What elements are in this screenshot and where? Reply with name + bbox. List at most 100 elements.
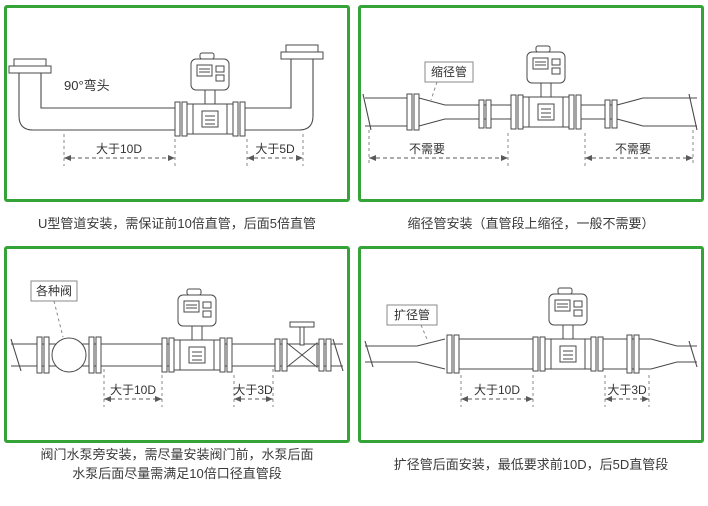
tag-box (386, 304, 438, 326)
valve-gate-icon (286, 341, 303, 369)
flange (453, 334, 460, 374)
arrowhead (168, 155, 175, 161)
tag-box (424, 61, 474, 83)
pipe (365, 345, 417, 363)
flange (318, 338, 325, 372)
arrowhead (605, 396, 612, 402)
arrowhead (247, 155, 254, 161)
pipe (677, 345, 697, 363)
arrowhead (104, 396, 111, 402)
arrowhead (461, 396, 468, 402)
arrowhead (296, 155, 303, 161)
expander-cone (416, 338, 446, 370)
arrowhead (64, 155, 71, 161)
flange (43, 336, 50, 374)
u-pipe-diagram: 90°弯头 大于10D 大于5D (8, 44, 324, 166)
dim-label: 不需要 (409, 142, 445, 156)
valve-handle (289, 321, 315, 328)
flowmeter-icon (161, 288, 233, 373)
pipe-break (364, 340, 374, 368)
arrowhead (642, 396, 649, 402)
dim-label: 不需要 (615, 142, 651, 156)
caption-expander: 扩径管后面安装，最低要求前10D，后5D直管段 (358, 443, 704, 487)
flange (633, 334, 640, 374)
pipe-break (688, 340, 698, 368)
leader-line (53, 300, 64, 338)
panel-u-pipe: 90°弯头 大于10D 大于5D (4, 5, 350, 202)
flange (325, 338, 332, 372)
pipe (643, 97, 697, 127)
expander-cone (650, 338, 678, 370)
pipe-break (332, 338, 344, 372)
panel-reducer: 缩径管 不需要 不需要 (358, 5, 704, 202)
flange (281, 338, 288, 372)
flange (604, 99, 611, 129)
arrowhead (686, 155, 693, 161)
tag-label: 各种阀 (36, 283, 72, 298)
leader-line (430, 81, 438, 101)
dim-label: 大于10D (110, 383, 156, 397)
pipe (459, 338, 533, 370)
bottom-row: 各种阀 大于10D 大于3D 阀门 (4, 246, 704, 487)
flange (485, 99, 492, 129)
pipe-break (362, 93, 372, 131)
expander-diagram: 扩径管 大于10D 大于3D (364, 287, 698, 407)
pipe-break (688, 93, 698, 131)
top-row: 90°弯头 大于10D 大于5D U型管道安装，需保证前 (4, 5, 704, 246)
arrowhead (585, 155, 592, 161)
arrowhead (266, 396, 273, 402)
dim-label: 大于5D (255, 142, 295, 156)
flowmeter-icon (174, 52, 246, 137)
flowmeter-icon (532, 287, 604, 372)
pipe (365, 97, 407, 127)
arrowhead (234, 396, 241, 402)
caption-reducer: 缩径管安装（直管段上缩径，一般不需要） (358, 202, 704, 246)
valve-ball-icon (51, 337, 87, 373)
flange (446, 334, 453, 374)
panel-valves: 各种阀 大于10D 大于3D (4, 246, 350, 443)
tag-label: 扩径管 (394, 307, 430, 322)
cell-expander: 扩径管 大于10D 大于3D 扩径 (358, 246, 704, 487)
flowmeter-icon (510, 45, 582, 130)
caption-text-line1: 阀门水泵旁安装，需尽量安装阀门前，水泵后面 (40, 447, 314, 463)
valve-stem (299, 326, 305, 346)
arrowhead (369, 155, 376, 161)
flange (611, 99, 618, 129)
pipe (445, 104, 511, 120)
pipe (40, 73, 175, 109)
valves-diagram: 各种阀 大于10D 大于3D (10, 280, 344, 407)
flange (274, 338, 281, 372)
valve-gate-icon (301, 341, 318, 369)
cell-reducer: 缩径管 不需要 不需要 缩径管安装 (358, 5, 704, 246)
cell-u-pipe: 90°弯头 大于10D 大于5D U型管道安装，需保证前 (4, 5, 350, 246)
pipe (581, 104, 617, 120)
tag-label: 缩径管 (431, 64, 467, 79)
flange (280, 51, 324, 60)
pipe (245, 59, 292, 109)
reducer-diagram: 缩径管 不需要 不需要 (362, 45, 698, 166)
flange (36, 336, 43, 374)
arrowhead (526, 396, 533, 402)
pipe-break (10, 338, 22, 372)
dim-label: 大于10D (96, 142, 142, 156)
dim-label: 大于3D (233, 383, 273, 397)
flange (406, 93, 413, 131)
caption-text: 扩径管后面安装，最低要求前10D，后5D直管段 (393, 456, 669, 472)
flange (626, 334, 633, 374)
pipe (245, 59, 314, 131)
arrowhead (501, 155, 508, 161)
leader-line (420, 324, 428, 340)
caption-text-line2: 水泵后面尽量需满足10倍口径直管段 (72, 466, 282, 481)
caption-text: U型管道安装，需保证前10倍直管，后面5倍直管 (37, 215, 317, 231)
dim-label: 大于3D (607, 383, 647, 397)
dim-label: 大于10D (474, 383, 520, 397)
flange (95, 336, 102, 374)
reducer-cone (418, 97, 446, 127)
pipe (18, 73, 175, 131)
caption-valves: 阀门水泵旁安装，需尽量安装阀门前，水泵后面 水泵后面尽量需满足10倍口径直管段 (4, 443, 350, 487)
flange (413, 93, 420, 131)
panel-expander: 扩径管 大于10D 大于3D (358, 246, 704, 443)
flange (13, 58, 47, 67)
flange (8, 65, 52, 74)
